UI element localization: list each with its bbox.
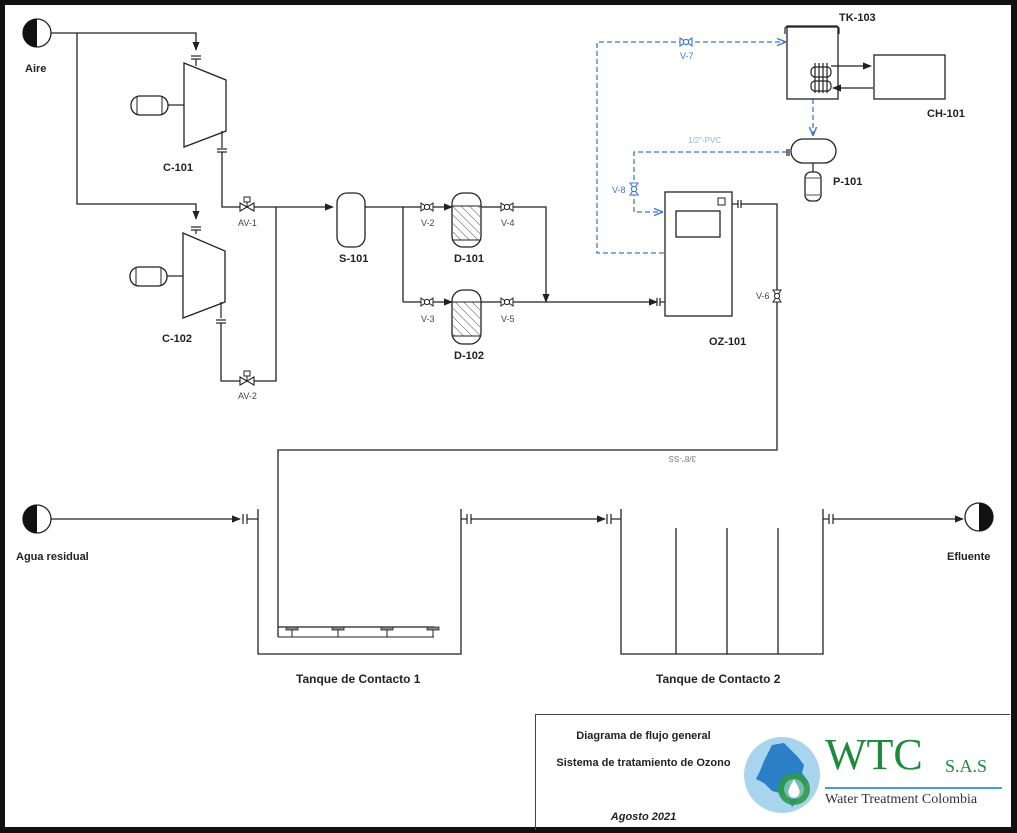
diagram-title: Diagrama de flujo general [576,730,711,742]
wastewater-inlet-label: Agua residual [16,551,89,563]
valve-v6[interactable] [772,289,782,303]
ozonator-oz101[interactable] [656,191,742,317]
valve-v7-label: V-7 [680,51,694,61]
valve-v4-label: V-4 [501,218,515,228]
separator-s101[interactable] [336,192,366,248]
dryer-d102[interactable] [451,289,482,345]
air-inlet-label: Aire [25,63,46,75]
dryer-d102-label: D-102 [454,350,484,362]
valve-v5[interactable] [500,297,514,307]
effluent-outlet-symbol [964,502,994,532]
valve-v6-label: V-6 [756,291,770,301]
cooling-tank-tk103-label: TK-103 [839,12,876,24]
valve-v2[interactable] [420,202,434,212]
valve-av2[interactable] [239,370,255,386]
compressor-c102-label: C-102 [162,333,192,345]
valve-v8-label: V-8 [612,185,626,195]
valve-av2-label: AV-2 [238,391,257,401]
compressor-c101-label: C-101 [163,162,193,174]
title-block: Diagrama de flujo general Sistema de tra… [535,714,1010,830]
air-inlet-symbol [22,18,52,48]
diagram-date: Agosto 2021 [610,811,677,823]
chiller-ch101-label: CH-101 [927,108,965,120]
company-logo-suffix: S.A.S [945,756,988,776]
cooling-line-spec: 1/2"-PVC [688,136,721,145]
company-logo-rule [825,787,1002,789]
valve-v3-label: V-3 [421,314,435,324]
effluent-outlet-label: Efluente [947,551,990,563]
company-logo-icon [744,737,820,813]
valve-v3[interactable] [420,297,434,307]
dryer-d101[interactable] [451,192,482,248]
contact-tank-2-label: Tanque de Contacto 2 [656,672,781,686]
compressor-c102[interactable] [129,226,226,324]
cooling-tank-tk103[interactable] [784,25,840,100]
valve-v5-label: V-5 [501,314,515,324]
tank-transfer-line [461,514,606,524]
dryer-d101-label: D-101 [454,253,484,265]
valve-av1-label: AV-1 [238,218,257,228]
compressor-discharge-lines [220,152,334,382]
valve-av1[interactable] [239,196,255,212]
ozone-line-spec: 3/8"-SS [669,454,696,463]
chiller-ch101[interactable] [873,54,946,100]
valve-v7[interactable] [679,36,693,48]
system-name: Sistema de tratamiento de Ozono [556,757,731,769]
valve-v8[interactable] [628,182,640,196]
contact-tank-2[interactable] [606,509,824,655]
company-logo-subtitle: Water Treatment Colombia [825,792,978,807]
contact-tank-1-label: Tanque de Contacto 1 [296,672,421,686]
chiller-lines [831,62,873,92]
separator-s101-label: S-101 [339,253,368,265]
contact-tank-1[interactable] [242,509,462,655]
compressor-c101[interactable] [130,55,227,153]
air-supply-lines [51,32,200,220]
pump-p101[interactable] [786,138,837,202]
effluent-line [823,514,964,524]
company-logo-name: WTC [825,730,923,779]
ozone-line [277,203,778,628]
wastewater-inlet-symbol [22,504,52,534]
ozonator-oz101-label: OZ-101 [709,336,746,348]
valve-v4[interactable] [500,202,514,212]
valve-v2-label: V-2 [421,218,435,228]
pump-p101-label: P-101 [833,176,862,188]
